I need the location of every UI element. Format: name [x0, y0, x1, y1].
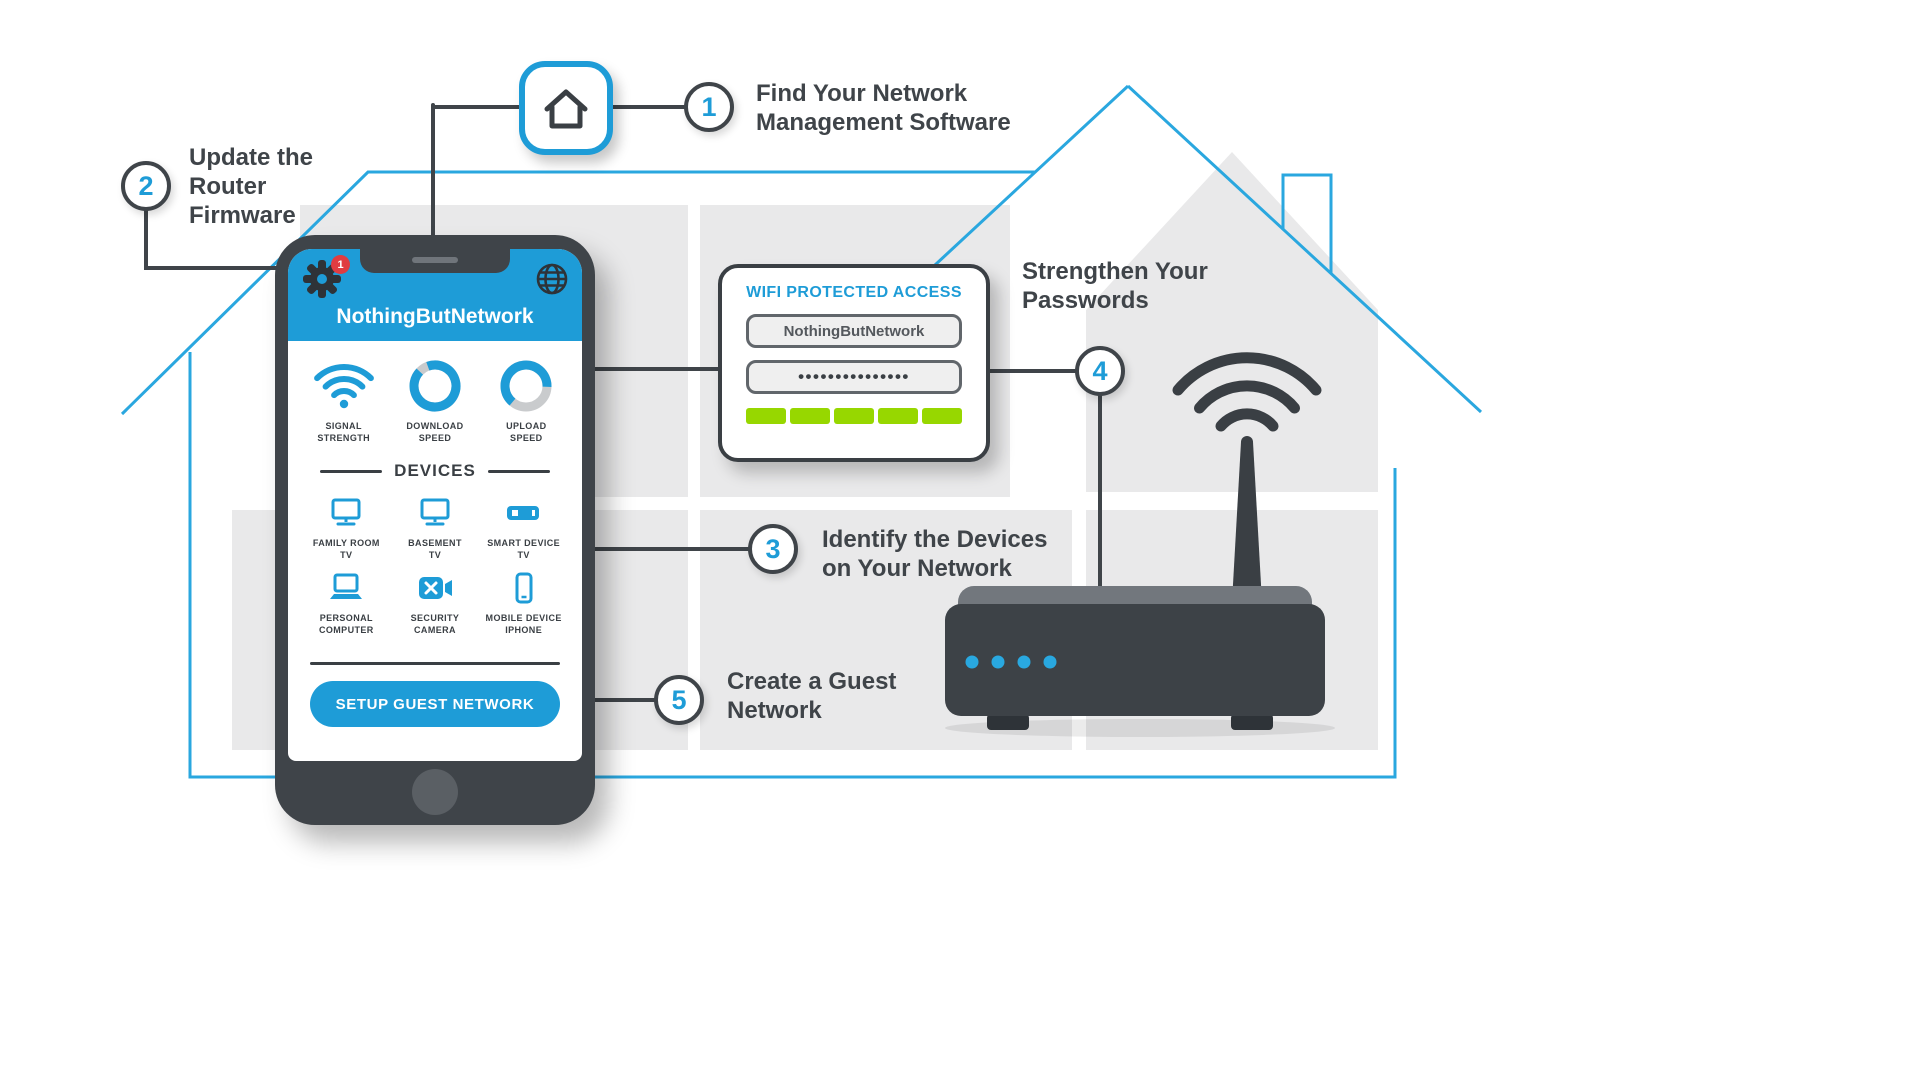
heading-rule-right — [487, 469, 550, 473]
strength-segment — [922, 408, 962, 424]
house-outline — [120, 84, 1483, 779]
wifi-protected-access-card: WIFI PROTECTED ACCESS NothingButNetwork … — [718, 264, 990, 462]
heading-rule-left — [320, 469, 383, 473]
tv-icon — [420, 498, 450, 526]
stat-download-speed: DOWNLOAD SPEED — [389, 357, 480, 444]
device-personal-computer[interactable]: PERSONAL COMPUTER — [302, 569, 391, 644]
step-2-marker: 2 — [121, 161, 171, 211]
devices-heading-text: DEVICES — [394, 461, 476, 481]
device-mobile-iphone[interactable]: MOBILE DEVICE IPHONE — [479, 569, 568, 644]
devices-heading: DEVICES — [288, 460, 582, 482]
smartphone-mockup: 1 NothingButNetwork — [275, 235, 595, 825]
screen-divider — [310, 662, 560, 666]
wifi-signal-icon — [313, 363, 374, 409]
step-1-marker: 1 — [684, 82, 734, 132]
speaker-slot — [412, 257, 458, 263]
password-input[interactable]: ••••••••••••••• — [746, 360, 962, 394]
network-app-icon — [519, 61, 613, 155]
router-body — [945, 586, 1325, 730]
connector-lines — [144, 103, 1102, 702]
notification-badge: 1 — [331, 255, 350, 274]
stat-upload-speed: UPLOAD SPEED — [481, 357, 572, 444]
device-basement-tv[interactable]: BASEMENT TV — [391, 494, 480, 569]
phone-home-button — [412, 769, 458, 815]
device-security-camera[interactable]: SECURITY CAMERA — [391, 569, 480, 644]
stat-signal-strength: SIGNAL STRENGTH — [298, 357, 389, 444]
phone-notch — [360, 249, 510, 273]
strength-segment — [878, 408, 918, 424]
device-family-room-tv[interactable]: FAMILY ROOM TV — [302, 494, 391, 569]
strength-segment — [790, 408, 830, 424]
settings-gear-icon[interactable]: 1 — [300, 255, 350, 305]
globe-icon[interactable] — [534, 261, 570, 302]
router-antenna — [1232, 436, 1262, 602]
step-3-label: Identify the Devices on Your Network — [822, 526, 1048, 582]
network-name-input[interactable]: NothingButNetwork — [746, 314, 962, 348]
device-smart-device-tv[interactable]: SMART DEVICE TV — [479, 494, 568, 569]
strength-segment — [746, 408, 786, 424]
router-illustration — [925, 320, 1365, 750]
setup-guest-network-button[interactable]: SETUP GUEST NETWORK — [310, 681, 560, 728]
streaming-stick-icon — [506, 506, 539, 521]
device-grid: FAMILY ROOM TV BASEMENT TV — [302, 494, 568, 644]
step-5-label: Create a Guest Network — [727, 668, 897, 724]
wpa-card-title: WIFI PROTECTED ACCESS — [746, 284, 962, 301]
download-donut-icon — [409, 360, 461, 412]
tv-icon — [331, 498, 361, 526]
gear-icon — [303, 260, 341, 298]
router-status-lights — [965, 655, 1057, 669]
network-stats: SIGNAL STRENGTH DOWNLOAD SPEED — [298, 357, 572, 444]
smartphone-icon — [515, 572, 533, 604]
phone-screen: 1 NothingButNetwork — [288, 249, 582, 761]
video-camera-icon — [418, 577, 452, 600]
home-icon — [544, 89, 588, 129]
laptop-icon — [330, 573, 363, 600]
router-wifi-icon — [1172, 352, 1322, 432]
step-3-marker: 3 — [748, 524, 798, 574]
step-2-label: Update the Router Firmware — [189, 144, 314, 229]
password-strength-meter — [746, 408, 962, 424]
step-5-marker: 5 — [654, 675, 704, 725]
step-4-label: Strengthen Your Passwords — [1022, 258, 1208, 314]
step-1-label: Find Your Network Management Software — [756, 80, 1011, 136]
step-4-marker: 4 — [1075, 346, 1125, 396]
app-title: NothingButNetwork — [336, 305, 534, 328]
upload-donut-icon — [500, 360, 552, 412]
strength-segment — [834, 408, 874, 424]
app-header: 1 NothingButNetwork — [288, 249, 582, 341]
